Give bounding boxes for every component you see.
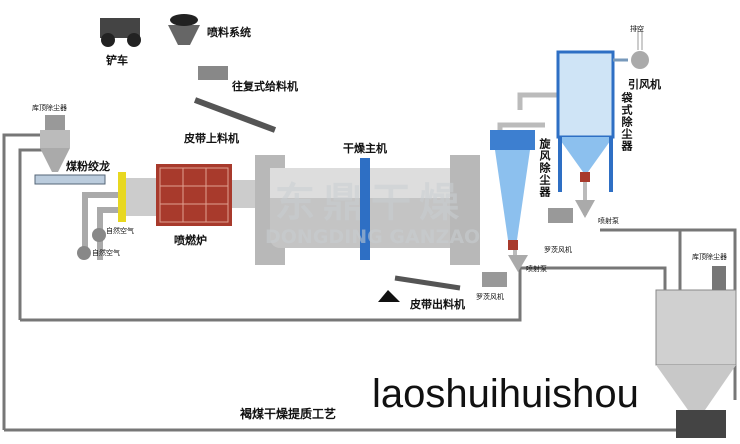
overlay-text: laoshuihuishou bbox=[372, 372, 639, 416]
label-cyclone: 旋风除尘器 bbox=[538, 138, 551, 198]
induced-fan-icon bbox=[613, 28, 649, 69]
label-roots-blower-1: 罗茨风机 bbox=[476, 293, 504, 301]
label-jet-pump-2: 喷射泵 bbox=[598, 217, 619, 225]
pipe-left-outer bbox=[2, 133, 45, 430]
pipe-bottom bbox=[20, 268, 522, 322]
label-jet-pump-1: 喷射泵 bbox=[526, 265, 547, 273]
belt-feeder-icon bbox=[193, 97, 277, 133]
label-reciprocating-feeder: 往复式给料机 bbox=[232, 80, 298, 93]
reciprocating-feeder-icon bbox=[198, 66, 228, 80]
label-natural-air-2: 自然空气 bbox=[92, 249, 120, 257]
pipe-jet1 bbox=[520, 266, 667, 290]
label-loader: 铲车 bbox=[106, 54, 128, 67]
burner-flange bbox=[118, 172, 126, 222]
coal-screw-icon bbox=[34, 174, 106, 185]
natural-air-fan-icons bbox=[77, 228, 106, 260]
pipes bbox=[2, 92, 737, 432]
label-silo-dust-collector-left: 库顶除尘器 bbox=[32, 104, 67, 112]
label-exhaust: 排空 bbox=[630, 25, 644, 33]
loader-icon bbox=[100, 18, 141, 47]
cyclone-icon bbox=[490, 130, 535, 250]
label-silo-dust-collector-right: 库顶除尘器 bbox=[692, 253, 727, 261]
burner-icon bbox=[156, 164, 232, 226]
label-belt-discharger: 皮带出料机 bbox=[410, 298, 465, 311]
label-bag-filter: 袋式除尘器 bbox=[620, 92, 633, 152]
belt-discharger-icon bbox=[378, 275, 461, 302]
bag-filter-icon bbox=[556, 50, 615, 192]
diagram-title: 褐煤干燥提质工艺 bbox=[240, 407, 337, 421]
label-burner: 喷燃炉 bbox=[174, 234, 207, 247]
label-induced-fan: 引风机 bbox=[628, 78, 661, 91]
label-dryer: 干燥主机 bbox=[343, 142, 387, 155]
spray-hopper-icon bbox=[168, 14, 200, 45]
pipe-left-inner bbox=[18, 148, 45, 320]
label-natural-air-1: 自然空气 bbox=[106, 227, 134, 235]
label-coal-screw: 煤粉绞龙 bbox=[66, 160, 110, 173]
jet-pump-icons bbox=[508, 200, 595, 272]
watermark-cn: 东鼎干燥 bbox=[275, 180, 467, 226]
silo-dust-collector-left-icon bbox=[40, 115, 70, 172]
label-spray-system: 喷料系统 bbox=[207, 26, 251, 39]
label-belt-feeder: 皮带上料机 bbox=[184, 132, 239, 145]
silo-icon bbox=[655, 266, 737, 438]
dryer-drum-icon bbox=[255, 155, 480, 265]
label-roots-blower-2: 罗茨风机 bbox=[544, 246, 572, 254]
watermark-en: DONGDING GANZAO bbox=[265, 226, 481, 248]
roots-blower-icons bbox=[482, 208, 573, 287]
